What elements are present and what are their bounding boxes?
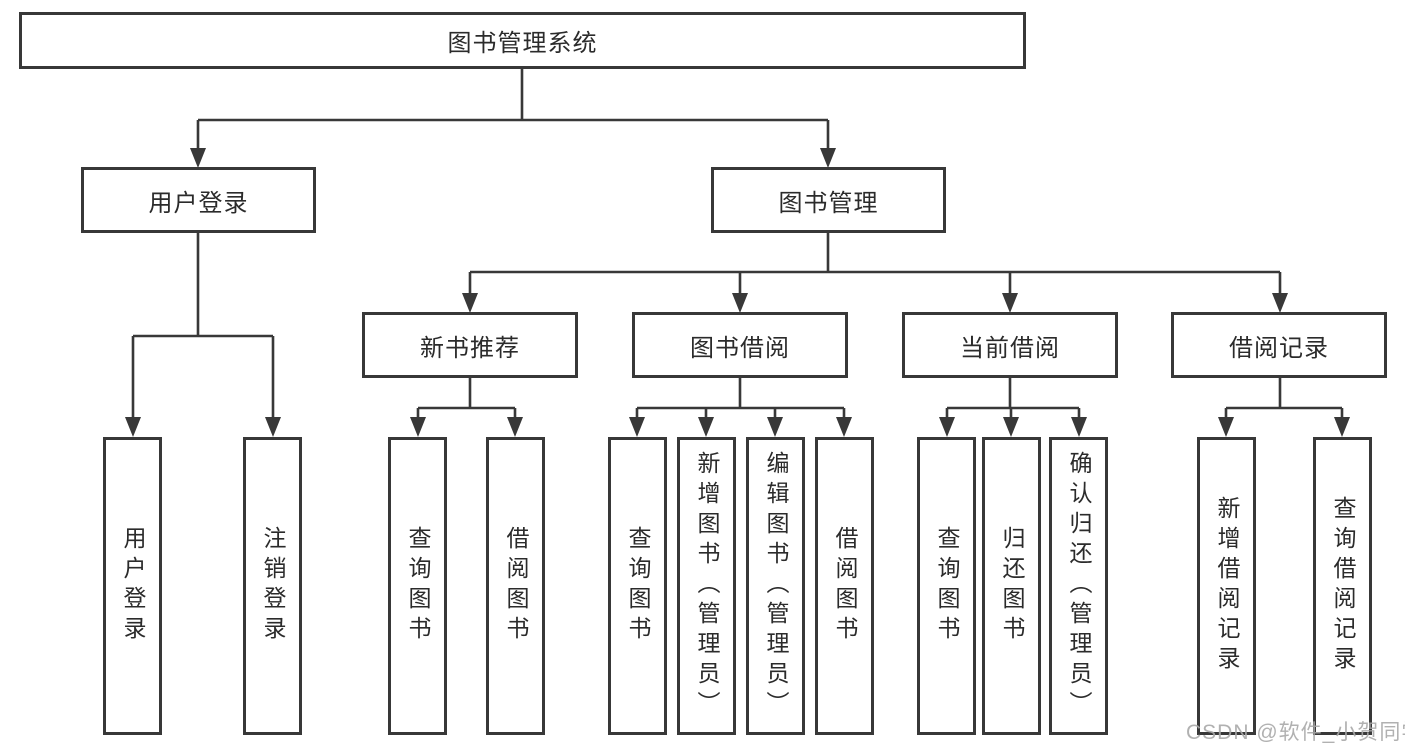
leaf-query-borrow-record-label: 查询借阅记录 <box>1330 496 1356 676</box>
leaf-borrowing-query-books-label: 查询图书 <box>625 526 651 646</box>
leaf-user-login: 用户登录 <box>103 437 162 735</box>
leaf-logout-label: 注销登录 <box>260 526 286 646</box>
node-book-management-label: 图书管理 <box>778 189 879 217</box>
leaf-recommend-query-books-label: 查询图书 <box>405 526 431 646</box>
node-root-label: 图书管理系统 <box>447 30 598 57</box>
node-current-borrowing-label: 当前借阅 <box>960 334 1060 362</box>
leaf-edit-books-admin: 编辑图书（管理员） <box>746 437 805 735</box>
leaf-add-borrow-record-label: 新增借阅记录 <box>1214 496 1240 676</box>
node-borrow-records-label: 借阅记录 <box>1229 334 1329 362</box>
node-borrow-records: 借阅记录 <box>1171 312 1387 378</box>
leaf-edit-books-admin-label: 编辑图书（管理员） <box>763 451 789 721</box>
csdn-watermark: CSDN @软件_小贺同学 <box>1186 721 1405 744</box>
leaf-user-login-label: 用户登录 <box>120 526 146 646</box>
node-book-borrowing-label: 图书借阅 <box>690 334 790 362</box>
node-current-borrowing: 当前借阅 <box>902 312 1118 378</box>
leaf-recommend-query-books: 查询图书 <box>388 437 447 735</box>
leaf-borrowing-query-books: 查询图书 <box>608 437 667 735</box>
leaf-borrow-books: 借阅图书 <box>815 437 874 735</box>
node-book-borrowing: 图书借阅 <box>632 312 848 378</box>
leaf-current-query-books: 查询图书 <box>917 437 976 735</box>
leaf-confirm-return-admin-label: 确认归还（管理员） <box>1066 451 1092 721</box>
leaf-return-books-label: 归还图书 <box>999 526 1025 646</box>
node-root-system: 图书管理系统 <box>19 12 1026 69</box>
leaf-add-books-admin: 新增图书（管理员） <box>677 437 736 735</box>
leaf-logout: 注销登录 <box>243 437 302 735</box>
node-new-book-recommend-label: 新书推荐 <box>420 334 520 362</box>
leaf-confirm-return-admin: 确认归还（管理员） <box>1049 437 1108 735</box>
arrowheads <box>125 148 1350 437</box>
leaf-borrow-books-label: 借阅图书 <box>832 526 858 646</box>
leaf-recommend-borrow-books: 借阅图书 <box>486 437 545 735</box>
node-new-book-recommend: 新书推荐 <box>362 312 578 378</box>
node-book-management: 图书管理 <box>711 167 946 233</box>
leaf-recommend-borrow-books-label: 借阅图书 <box>503 526 529 646</box>
leaf-return-books: 归还图书 <box>982 437 1041 735</box>
node-user-login-label: 用户登录 <box>148 189 249 217</box>
leaf-query-borrow-record: 查询借阅记录 <box>1313 437 1372 735</box>
leaf-add-books-admin-label: 新增图书（管理员） <box>694 451 720 721</box>
leaf-current-query-books-label: 查询图书 <box>934 526 960 646</box>
node-user-login: 用户登录 <box>81 167 316 233</box>
leaf-add-borrow-record: 新增借阅记录 <box>1197 437 1256 735</box>
